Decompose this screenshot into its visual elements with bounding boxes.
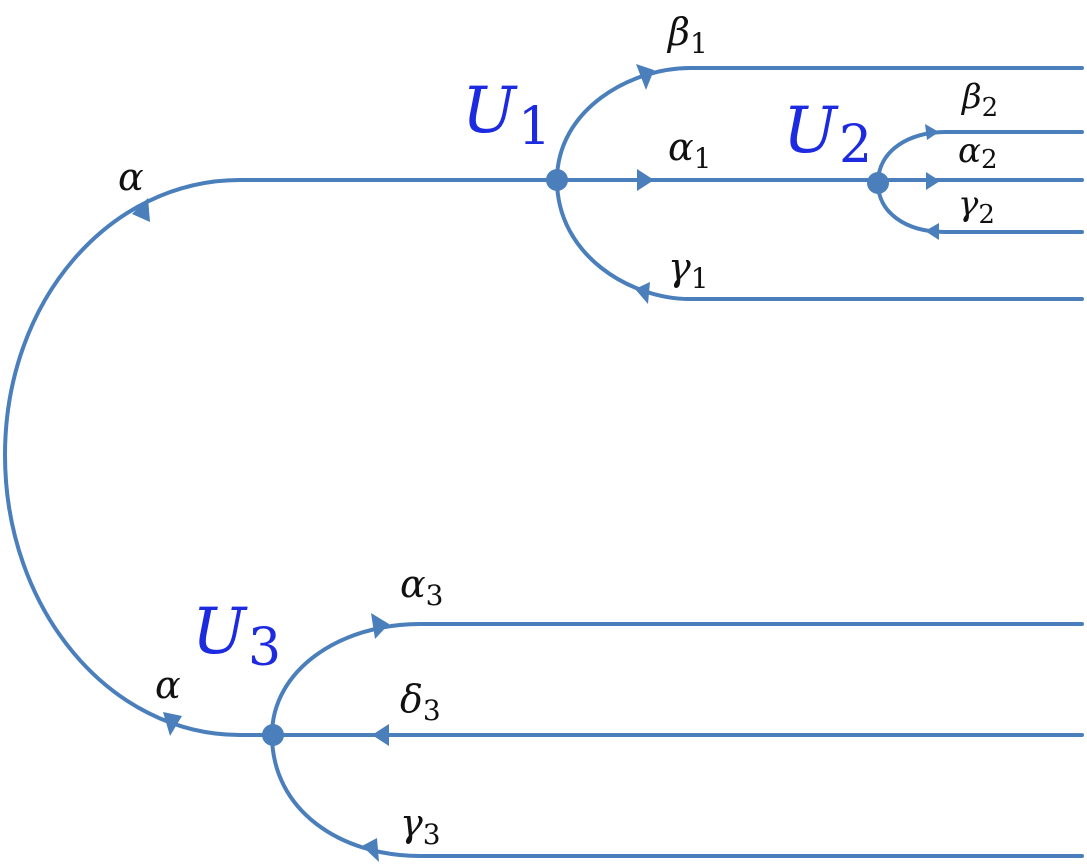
label-beta2: β2 [960,77,998,123]
label-u2: U2 [783,94,872,175]
arrow-beta2 [925,124,939,140]
arrow-alpha3 [371,613,389,639]
edge-gamma1 [555,178,1084,301]
arrow-gamma2 [925,223,939,240]
vertex-u1 [546,169,568,191]
arrow-delta3 [372,724,389,746]
label-beta1: β1 [666,10,708,60]
label-alpha2: α2 [958,131,998,175]
label-gamma3: γ3 [400,801,441,851]
vertex-u2 [867,172,889,194]
arrow-beta1 [636,64,654,90]
label-alpha-top: α [118,155,144,199]
label-delta3: δ3 [400,677,441,727]
label-alpha-bottom: α [155,663,181,707]
label-u1: U1 [462,74,551,157]
edge-gamma3 [270,733,1084,858]
label-alpha1: α1 [668,125,712,175]
arrow-gamma1 [635,282,650,304]
arrow-alpha1 [637,169,654,191]
arrow-alpha-bottom [163,712,182,736]
edge-beta2 [876,130,1084,185]
arrow-alpha2 [926,172,940,190]
arrow-alpha-top [132,198,150,222]
label-alpha3: α3 [400,562,444,612]
edge-alpha3 [270,622,1084,737]
edge-beta1 [555,66,1084,182]
label-u3: U3 [192,595,281,678]
vertex-u3 [262,724,284,746]
edge-alpha-loop [3,178,274,737]
label-gamma1: γ1 [668,245,709,295]
arrow-gamma3 [362,838,379,862]
label-gamma2: γ2 [958,184,995,230]
